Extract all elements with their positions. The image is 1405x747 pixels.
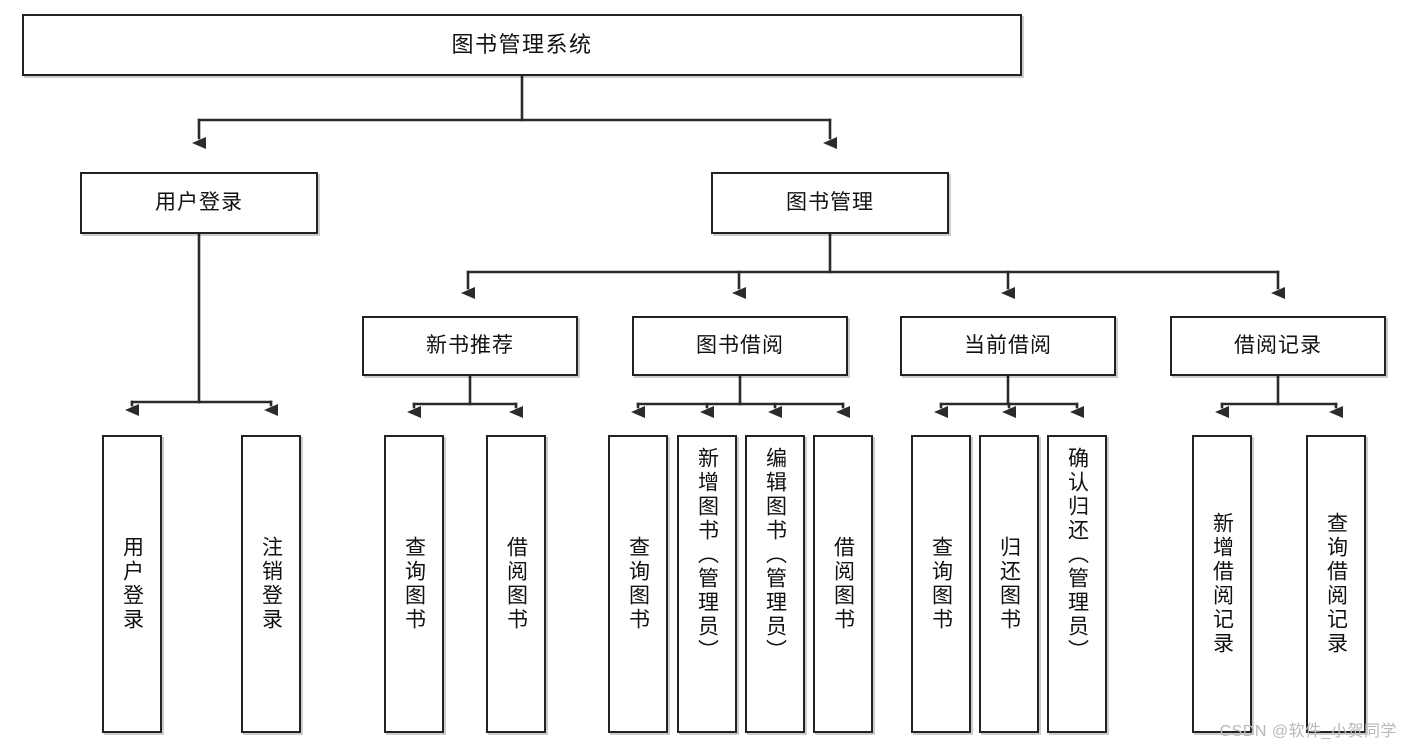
leaf-new-book-query-books[interactable]: 查询图书	[384, 435, 444, 733]
leaf-book-borrow-edit-book-admin[interactable]: 编辑图书（管理员）	[745, 435, 805, 733]
leaf-current-borrow-query-books[interactable]: 查询图书	[911, 435, 971, 733]
leaf-user-login-logout[interactable]: 注销登录	[241, 435, 301, 733]
leaf-book-borrow-add-book-admin[interactable]: 新增图书（管理员）	[677, 435, 737, 733]
node-current-borrowing[interactable]: 当前借阅	[900, 316, 1116, 376]
node-label: 查询借阅记录	[1324, 512, 1348, 656]
node-user-login[interactable]: 用户登录	[80, 172, 318, 234]
node-borrowing-records[interactable]: 借阅记录	[1170, 316, 1386, 376]
node-label: 编辑图书（管理员）	[763, 447, 787, 663]
leaf-new-book-borrow-books[interactable]: 借阅图书	[486, 435, 546, 733]
node-label: 用户登录	[120, 536, 144, 632]
node-label: 借阅图书	[831, 536, 855, 632]
leaf-book-borrow-query-books[interactable]: 查询图书	[608, 435, 668, 733]
node-label: 新增图书（管理员）	[695, 447, 719, 663]
csdn-watermark: CSDN @软件_小贺同学	[1219, 723, 1397, 740]
node-label: 图书借阅	[696, 334, 784, 358]
node-book-borrowing[interactable]: 图书借阅	[632, 316, 848, 376]
leaf-user-login-login[interactable]: 用户登录	[102, 435, 162, 733]
node-label: 查询图书	[929, 536, 953, 632]
node-label: 借阅图书	[504, 536, 528, 632]
node-label: 图书管理系统	[451, 31, 593, 57]
node-label: 当前借阅	[964, 334, 1052, 358]
node-label: 查询图书	[402, 536, 426, 632]
node-label: 确认归还（管理员）	[1065, 447, 1089, 663]
node-label: 查询图书	[626, 536, 650, 632]
leaf-record-query-borrow-record[interactable]: 查询借阅记录	[1306, 435, 1366, 733]
node-label: 用户登录	[155, 191, 243, 215]
node-label: 图书管理	[786, 191, 874, 215]
node-book-management[interactable]: 图书管理	[711, 172, 949, 234]
node-label: 注销登录	[259, 536, 283, 632]
leaf-current-borrow-confirm-return-admin[interactable]: 确认归还（管理员）	[1047, 435, 1107, 733]
node-root-book-management-system[interactable]: 图书管理系统	[22, 14, 1022, 76]
leaf-book-borrow-borrow-books[interactable]: 借阅图书	[813, 435, 873, 733]
node-label: 借阅记录	[1234, 334, 1322, 358]
node-label: 新增借阅记录	[1210, 512, 1234, 656]
node-new-book-recommendation[interactable]: 新书推荐	[362, 316, 578, 376]
node-label: 归还图书	[997, 536, 1021, 632]
leaf-current-borrow-return-books[interactable]: 归还图书	[979, 435, 1039, 733]
node-label: 新书推荐	[426, 334, 514, 358]
leaf-record-add-borrow-record[interactable]: 新增借阅记录	[1192, 435, 1252, 733]
